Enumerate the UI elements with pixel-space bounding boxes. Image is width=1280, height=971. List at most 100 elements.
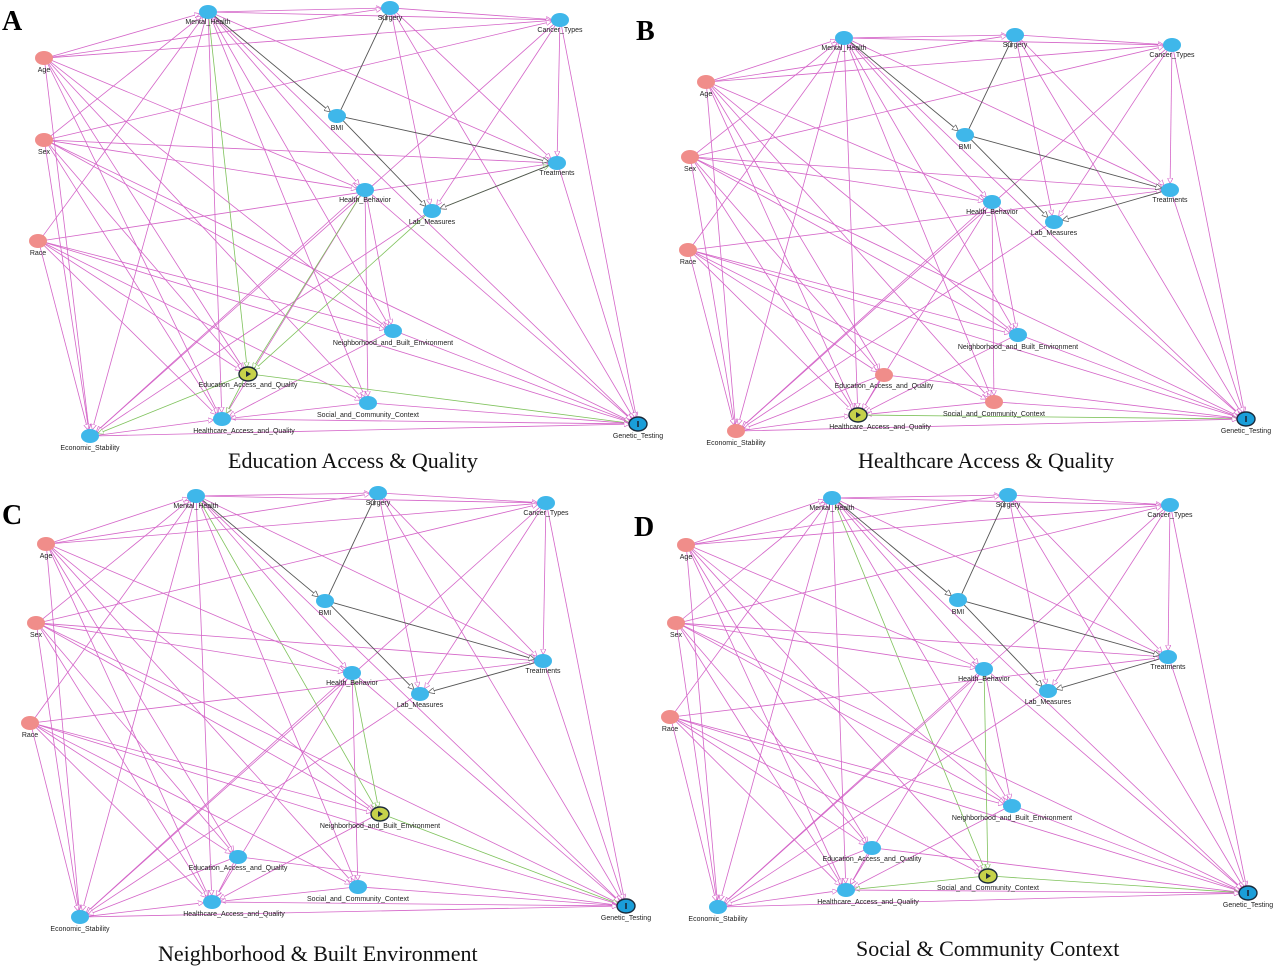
edge-surgery-to-cancer-types	[1022, 34, 1163, 44]
edge-cancer-types-to-economic-stability	[97, 23, 555, 431]
edge-treatments-to-lab-measures	[1057, 658, 1161, 689]
edge-neighborhood-and-built-environment-to-genetic-testing	[387, 815, 617, 903]
panel-letter-a: A	[2, 6, 23, 37]
node-treatments: Treatments	[525, 654, 561, 675]
edge-race-to-mental-health	[42, 18, 203, 237]
edge-healthcare-access-and-quality-to-genetic-testing	[865, 414, 1237, 419]
edge-surgery-to-treatments	[1013, 498, 1162, 652]
edge-age-to-surgery	[51, 9, 381, 58]
node-label-health-behavior: Health_Behavior	[326, 680, 378, 687]
edge-surgery-to-lab-measures	[1016, 40, 1053, 215]
edge-sex-to-neighborhood-and-built-environment	[696, 159, 1010, 332]
edge-social-and-community-context-to-healthcare-access-and-quality	[221, 887, 351, 902]
edge-mental-health-to-healthcare-access-and-quality	[195, 501, 211, 895]
edge-economic-stability-to-genetic-testing	[97, 424, 629, 437]
node-economic-stability: Economic_Stability	[688, 900, 748, 923]
edge-age-to-healthcare-access-and-quality	[689, 550, 842, 883]
edge-cancer-types-to-lab-measures	[1059, 49, 1168, 216]
edge-age-to-mental-health	[53, 498, 188, 543]
node-label-social-and-community-context: Social_and_Community_Context	[937, 885, 1039, 892]
edge-race-to-neighborhood-and-built-environment	[677, 718, 1004, 805]
edge-age-to-healthcare-access-and-quality	[708, 87, 854, 408]
edge-age-to-economic-stability	[46, 549, 79, 910]
node-label-treatments: Treatments	[1150, 664, 1186, 671]
node-shape-social-and-community-context	[359, 396, 377, 410]
node-label-neighborhood-and-built-environment: Neighborhood_and_Built_Environment	[320, 823, 440, 830]
edge-mental-health-to-surgery	[839, 495, 999, 499]
edge-age-to-health-behavior	[713, 83, 983, 199]
edge-surgery-to-treatments	[383, 497, 537, 656]
edge-health-behavior-to-social-and-community-context	[364, 195, 368, 396]
node-label-treatments: Treatments	[539, 170, 575, 177]
node-surgery: Surgery	[366, 486, 391, 507]
edge-health-behavior-to-economic-stability	[87, 676, 347, 912]
node-sex: Sex	[35, 133, 53, 156]
edge-neighborhood-and-built-environment-to-genetic-testing	[1025, 336, 1238, 417]
panel-title-a: Education Access & Quality	[228, 448, 478, 473]
node-label-age: Age	[40, 553, 53, 560]
node-shape-race	[21, 716, 39, 730]
edge-sex-to-economic-stability	[690, 162, 734, 424]
edge-social-and-community-context-to-healthcare-access-and-quality	[855, 876, 981, 890]
node-social-and-community-context: Social_and_Community_Context	[307, 880, 409, 903]
edge-age-to-healthcare-access-and-quality	[49, 549, 208, 895]
edge-age-to-education-access-and-quality	[709, 86, 879, 369]
edge-neighborhood-and-built-environment-to-healthcare-access-and-quality	[866, 337, 1012, 412]
edge-social-and-community-context-to-genetic-testing	[375, 403, 629, 423]
edge-economic-stability-to-genetic-testing	[725, 893, 1239, 908]
exposure-play-icon	[856, 412, 861, 418]
edge-race-to-genetic-testing	[45, 242, 630, 422]
node-age: Age	[677, 538, 695, 561]
edge-cancer-types-to-economic-stability	[743, 48, 1167, 426]
edge-health-behavior-to-social-and-community-context	[351, 678, 358, 880]
node-label-genetic-testing: Genetic_Testing	[1223, 902, 1273, 909]
node-health-behavior: Health_Behavior	[966, 195, 1019, 216]
node-label-treatments: Treatments	[1152, 197, 1188, 204]
node-label-health-behavior: Health_Behavior	[958, 676, 1010, 683]
node-shape-cancer-types	[551, 13, 569, 27]
edge-age-to-health-behavior	[693, 546, 975, 666]
node-label-surgery: Surgery	[996, 502, 1021, 509]
node-label-healthcare-access-and-quality: Healthcare_Access_and_Quality	[183, 911, 285, 918]
node-bmi: BMI	[316, 594, 334, 617]
edge-bmi-to-lab-measures	[963, 603, 1042, 686]
edge-sex-to-education-access-and-quality	[695, 161, 878, 369]
edge-cancer-types-to-lab-measures	[425, 507, 542, 688]
edge-neighborhood-and-built-environment-to-healthcare-access-and-quality	[854, 808, 1006, 887]
edge-education-access-and-quality-to-economic-stability	[726, 849, 865, 904]
edge-bmi-to-treatments	[972, 136, 1162, 189]
node-shape-neighborhood-and-built-environment	[1009, 328, 1027, 342]
edge-sex-to-health-behavior	[683, 623, 975, 668]
edge-treatments-to-lab-measures	[440, 164, 550, 208]
outcome-bar-icon	[637, 421, 639, 427]
edge-health-behavior-to-economic-stability	[743, 205, 987, 426]
edge-mental-health-to-healthcare-access-and-quality	[207, 17, 221, 412]
edge-bmi-to-treatments	[332, 602, 535, 660]
edge-education-access-and-quality-to-genetic-testing	[245, 857, 617, 905]
edge-health-behavior-to-genetic-testing	[997, 205, 1239, 415]
node-shape-lab-measures	[1039, 684, 1057, 698]
edge-mental-health-to-healthcare-access-and-quality	[831, 503, 845, 883]
edge-cancer-types-to-economic-stability	[87, 506, 541, 912]
node-label-neighborhood-and-built-environment: Neighborhood_and_Built_Environment	[958, 344, 1078, 351]
edge-mental-health-to-social-and-community-context	[210, 17, 365, 397]
node-shape-health-behavior	[343, 666, 361, 680]
edge-mental-health-to-surgery	[215, 8, 381, 13]
edge-sex-to-neighborhood-and-built-environment	[682, 625, 1004, 803]
node-social-and-community-context: Social_and_Community_Context	[937, 868, 1039, 892]
edge-education-access-and-quality-to-genetic-testing	[255, 374, 629, 423]
edge-mental-health-to-treatments	[851, 40, 1162, 188]
node-cancer-types: Cancer_Types	[1149, 38, 1195, 59]
edge-age-to-cancer-types	[693, 506, 1161, 545]
node-shape-health-behavior	[975, 662, 993, 676]
edge-mental-health-to-bmi	[213, 15, 330, 112]
node-label-sex: Sex	[38, 149, 51, 156]
panel-letter-d: D	[634, 512, 655, 543]
node-shape-lab-measures	[423, 204, 441, 218]
edge-age-to-education-access-and-quality	[689, 549, 867, 842]
edge-age-to-surgery	[53, 494, 369, 544]
edge-mental-health-to-economic-stability	[720, 503, 831, 900]
node-label-healthcare-access-and-quality: Healthcare_Access_and_Quality	[817, 899, 919, 906]
edge-sex-to-genetic-testing	[51, 142, 630, 421]
edge-surgery-to-genetic-testing	[1011, 499, 1243, 887]
